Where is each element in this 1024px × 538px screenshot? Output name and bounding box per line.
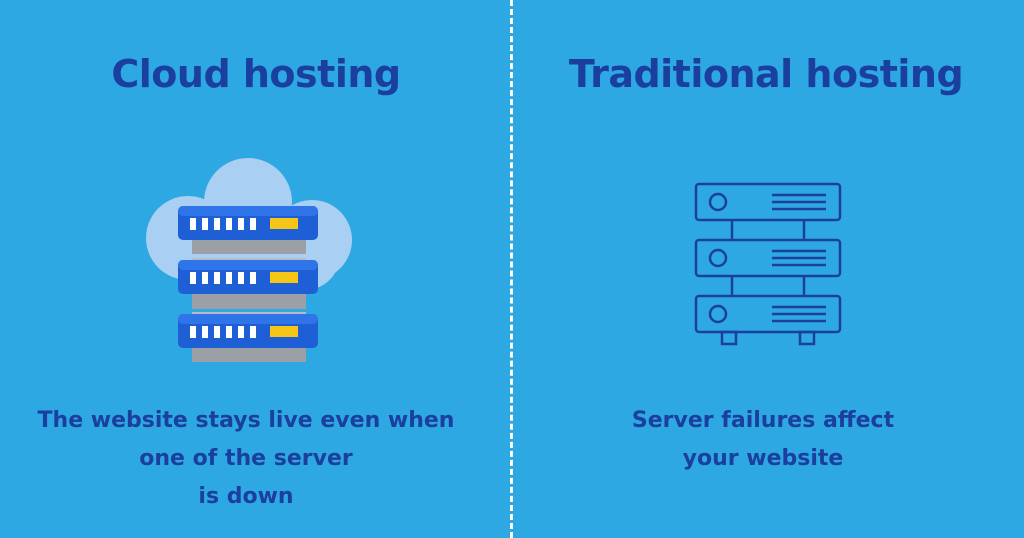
traditional-hosting-panel: Traditional hosting [512,0,1024,538]
cloud-hosting-caption: The website stays live even when one of … [0,402,502,516]
cloud-server-icon [146,158,352,362]
caption-line: your website [682,446,844,471]
server-rack-icon [694,182,842,346]
caption-line: Server failures affect [631,408,895,433]
cloud-hosting-title: Cloud hosting [111,52,401,96]
traditional-hosting-title: Traditional hosting [568,52,964,96]
caption-line: is down [198,484,294,509]
caption-line: The website stays live even when [37,408,455,433]
cloud-hosting-panel: Cloud hosting [0,52,502,516]
traditional-hosting-caption: Server failures affect your website [507,402,1019,478]
panel-divider [510,0,513,538]
caption-line: one of the server [139,446,353,471]
